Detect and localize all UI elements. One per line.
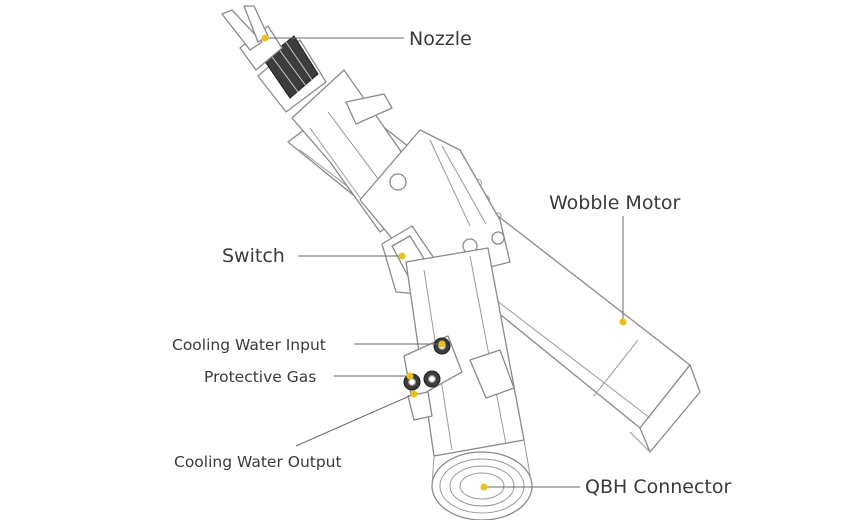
nozzle-assembly xyxy=(221,5,327,113)
marker-switch xyxy=(398,252,406,260)
label-qbh-connector: QBH Connector xyxy=(585,476,732,498)
label-wobble-motor: Wobble Motor xyxy=(549,192,681,214)
marker-cooling-water-input xyxy=(438,340,446,348)
marker-protective-gas xyxy=(406,372,414,380)
leader-cooling-water-output xyxy=(295,393,415,447)
label-protective-gas: Protective Gas xyxy=(204,368,317,386)
marker-cooling-water-output xyxy=(410,390,418,398)
label-cooling-water-output: Cooling Water Output xyxy=(174,453,342,471)
label-cooling-water-input: Cooling Water Input xyxy=(172,336,326,354)
marker-wobble-motor xyxy=(619,318,627,326)
marker-qbh-connector xyxy=(480,483,488,491)
marker-group xyxy=(261,34,627,491)
marker-nozzle xyxy=(261,34,269,42)
fittings-block xyxy=(403,335,463,421)
label-nozzle: Nozzle xyxy=(409,28,472,50)
label-switch: Switch xyxy=(222,245,285,267)
